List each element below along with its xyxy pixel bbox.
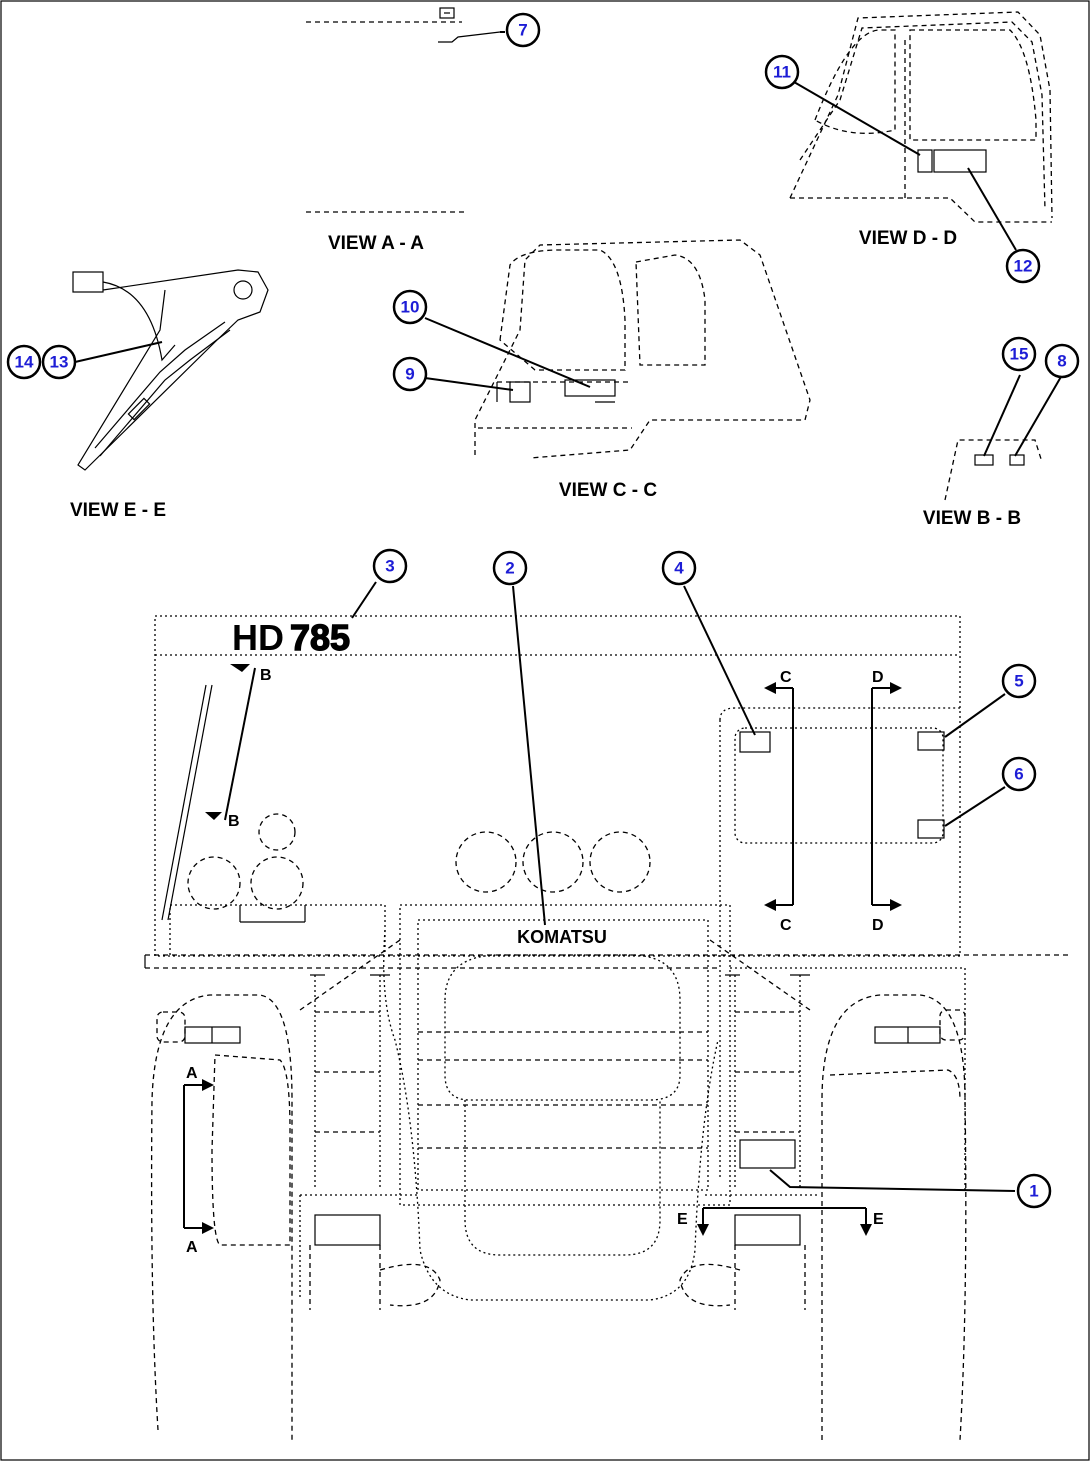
view-a-drawing xyxy=(306,7,501,213)
section-e-left-letter: E xyxy=(677,1211,688,1228)
view-d-label: VIEW D - D xyxy=(859,228,957,249)
callout-bubble-7: 7 xyxy=(505,12,541,48)
callout-bubble-2: 2 xyxy=(492,550,528,586)
section-b-bottom-letter: B xyxy=(228,813,240,830)
callout-bubble-10: 10 xyxy=(392,289,428,325)
section-e-right-letter: E xyxy=(873,1211,884,1228)
section-a-bottom-letter: A xyxy=(186,1239,198,1256)
view-c-drawing xyxy=(424,239,811,459)
svg-text:3: 3 xyxy=(385,557,394,576)
svg-text:1: 1 xyxy=(1029,1182,1038,1201)
callout-bubble-1: 1 xyxy=(1016,1173,1052,1209)
callout-bubble-15: 15 xyxy=(1001,336,1037,372)
model-badge-prefix: HD xyxy=(232,617,284,658)
view-d-drawing xyxy=(789,11,1053,251)
grille-brand-label: KOMATSU xyxy=(517,927,607,947)
svg-text:13: 13 xyxy=(50,353,69,372)
svg-text:12: 12 xyxy=(1014,257,1033,276)
svg-text:2: 2 xyxy=(505,559,514,578)
view-a-label: VIEW A - A xyxy=(328,233,424,254)
view-b-drawing xyxy=(944,374,1063,501)
svg-text:11: 11 xyxy=(773,63,791,82)
callout-bubble-11: 11 xyxy=(764,54,800,90)
callout-bubble-5: 5 xyxy=(1001,663,1037,699)
section-cuts xyxy=(183,664,902,1236)
section-d-bottom-letter: D xyxy=(872,917,884,934)
callout-bubble-4: 4 xyxy=(661,550,697,586)
svg-text:5: 5 xyxy=(1014,672,1023,691)
section-c-bottom-letter: C xyxy=(780,917,792,934)
view-b-label: VIEW B - B xyxy=(923,508,1021,529)
callout-bubble-14: 14 xyxy=(6,344,42,380)
truck-front-view: HD 785 KOMATSU xyxy=(144,615,1070,1441)
view-e-label: VIEW E - E xyxy=(70,500,166,521)
section-b-top-letter: B xyxy=(260,667,272,684)
callout-bubble-6: 6 xyxy=(1001,756,1037,792)
callout-bubble-13: 13 xyxy=(41,344,77,380)
callout-bubble-9: 9 xyxy=(392,356,428,392)
section-a-top-letter: A xyxy=(186,1065,198,1082)
leader-lines xyxy=(351,31,1016,1192)
svg-text:7: 7 xyxy=(518,21,527,40)
svg-text:8: 8 xyxy=(1057,352,1066,371)
callout-bubble-3: 3 xyxy=(372,548,408,584)
svg-text:9: 9 xyxy=(405,365,414,384)
section-c-top-letter: C xyxy=(780,669,792,686)
view-c-label: VIEW C - C xyxy=(559,480,657,501)
callout-bubble-12: 12 xyxy=(1005,248,1041,284)
section-d-top-letter: D xyxy=(872,669,884,686)
callout-bubble-8: 8 xyxy=(1044,343,1080,379)
svg-text:6: 6 xyxy=(1014,765,1023,784)
svg-text:4: 4 xyxy=(674,559,684,578)
view-e-drawing xyxy=(72,269,269,471)
svg-text:15: 15 xyxy=(1010,345,1029,364)
svg-text:10: 10 xyxy=(401,298,420,317)
model-badge-number: 785 xyxy=(290,617,350,658)
svg-text:14: 14 xyxy=(15,353,34,372)
